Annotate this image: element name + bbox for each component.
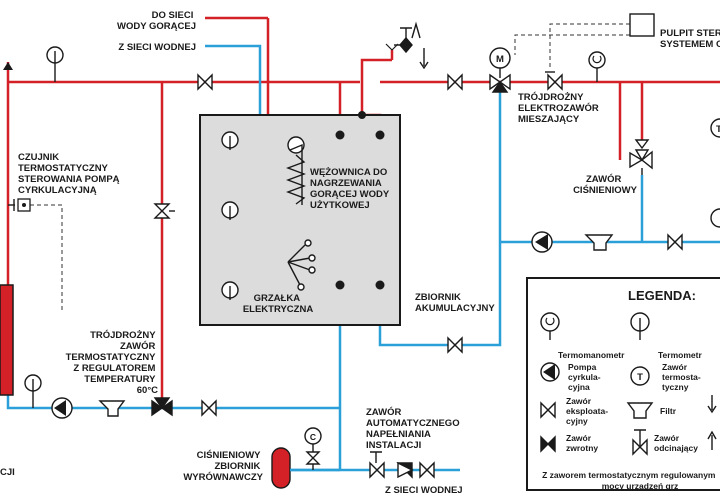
- legend-termometr: Termometr: [658, 350, 702, 360]
- legend-zawor-eksp: Zawór eksploata- cyjny: [566, 396, 610, 426]
- thermostatic-sensor-icon: [8, 198, 31, 212]
- tank-label: ZBIORNIK AKUMULACYJNY: [415, 292, 495, 314]
- filter-icon: [98, 400, 126, 417]
- service-valve-icon: [447, 336, 463, 354]
- thermometer-icon: [46, 46, 64, 82]
- tank-port: [375, 130, 385, 140]
- thermostat-icon: T: [710, 118, 720, 138]
- thermometer-icon: [221, 131, 239, 150]
- arrow-down-icon: [707, 395, 717, 414]
- water-in-bottom-label: Z SIECI WODNEJ: [385, 485, 463, 496]
- thermomanometer-icon: [588, 51, 606, 82]
- check-valve-icon: [540, 435, 556, 453]
- left-bottom-label: CJI: [0, 467, 15, 478]
- coil-icon: [286, 136, 306, 205]
- svg-text:M: M: [496, 54, 504, 65]
- mixing-valve-label: TRÓJDROŻNY ELEKTROZAWÓR MIESZAJĄCY: [518, 91, 601, 125]
- legend: LEGENDA: Termomanometr Termometr Pompa c…: [526, 277, 720, 491]
- thermo-valve-label: TRÓJDROŻNY ZAWÓR TERMOSTATYCZNY Z REGULA…: [66, 329, 159, 396]
- circulation-pump-icon: [531, 231, 553, 253]
- service-valve-icon: [419, 461, 435, 479]
- thermostat-icon: T: [630, 366, 650, 386]
- svg-text:C: C: [310, 432, 316, 442]
- circulation-pump-icon: [540, 362, 560, 382]
- arrow-up-icon: [707, 430, 717, 450]
- check-valve-icon: [396, 461, 414, 479]
- svg-text:T: T: [637, 372, 643, 383]
- heater-label: GRZAŁKA ELEKTRYCZNA: [243, 293, 314, 315]
- tank-port: [375, 280, 385, 290]
- legend-termomanometr: Termomanometr: [558, 350, 625, 360]
- air-vent-icon: [385, 21, 429, 70]
- thermomanometer-icon: [540, 312, 560, 340]
- control-lines: [30, 23, 630, 312]
- service-valve-icon: [667, 233, 683, 251]
- service-valve-icon: [547, 73, 563, 91]
- sensor-line: [30, 204, 63, 312]
- cold-water-in-label: Z SIECI WODNEJ: [118, 42, 196, 53]
- boiler-icon: [0, 284, 14, 396]
- electric-mixing-valve-icon: M: [489, 47, 511, 93]
- sensor-label: CZUJNIK TERMOSTATYCZNY STEROWANIA POMPĄ …: [18, 152, 122, 196]
- service-valve-icon: [153, 203, 175, 219]
- svg-text:T: T: [716, 124, 720, 135]
- control-panel-label: PULPIT STERO SYSTEMEM OC: [660, 28, 720, 50]
- tank-port: [335, 280, 345, 290]
- flow-arrow-icon: [3, 62, 13, 70]
- legend-title: LEGENDA:: [628, 288, 696, 303]
- pressure-valve-label: ZAWÓR CIŚNIENIOWY: [573, 173, 638, 196]
- fill-valve-label: ZAWÓR AUTOMATYCZNEGO NAPEŁNIANIA INSTALA…: [366, 406, 462, 451]
- shutoff-valve-icon: [632, 429, 648, 456]
- hot-water-out-label: DO SIECI WODY GORĄCEJ: [117, 10, 196, 32]
- filter-icon: [584, 234, 614, 251]
- service-valve-icon: [540, 401, 556, 419]
- thermometer-icon: [710, 208, 720, 228]
- legend-filtr: Filtr: [660, 406, 677, 416]
- legend-zawor-termo: Zawór termosta- tyczny: [662, 362, 703, 392]
- coil-label: WĘŻOWNICA DO NAGRZEWANIA GORĄCEJ WODY UŻ…: [310, 167, 392, 211]
- thermostatic-three-way-valve-icon: [151, 397, 173, 417]
- legend-zawor-odcinajacy: Zawór odcinający: [654, 433, 698, 453]
- tank-port: [358, 111, 366, 119]
- control-panel-icon: [629, 13, 655, 37]
- heater-icon: [287, 239, 316, 291]
- panel-line-2: [514, 34, 630, 55]
- legend-zawor-zwrotny: Zawór zwrotny: [566, 433, 598, 453]
- service-valve-icon: [447, 73, 463, 91]
- vent-pipe: [360, 58, 392, 82]
- footer-note: Z zaworem termostatycznym regulowanym mo…: [542, 470, 718, 491]
- expansion-tank-label: CIŚNIENIOWY ZBIORNIK WYRÓWNAWCZY: [183, 449, 263, 483]
- thermometer-icon: [221, 281, 239, 300]
- auto-fill-valve-icon: [369, 451, 385, 479]
- thermometer-icon: [24, 374, 42, 408]
- panel-line-1: [549, 23, 630, 70]
- filter-icon: [626, 402, 654, 419]
- legend-pompa: Pompa cyrkula- cyjna: [568, 362, 603, 392]
- tank-port: [335, 130, 345, 140]
- circulation-pump-icon: [51, 397, 73, 419]
- service-valve-icon: [201, 399, 217, 417]
- service-valve-icon: [197, 73, 213, 91]
- thermometer-icon: [221, 201, 239, 220]
- expansion-tank-icon: C: [271, 427, 322, 489]
- pressure-valve-icon: [629, 139, 653, 175]
- thermometer-icon: [630, 312, 650, 340]
